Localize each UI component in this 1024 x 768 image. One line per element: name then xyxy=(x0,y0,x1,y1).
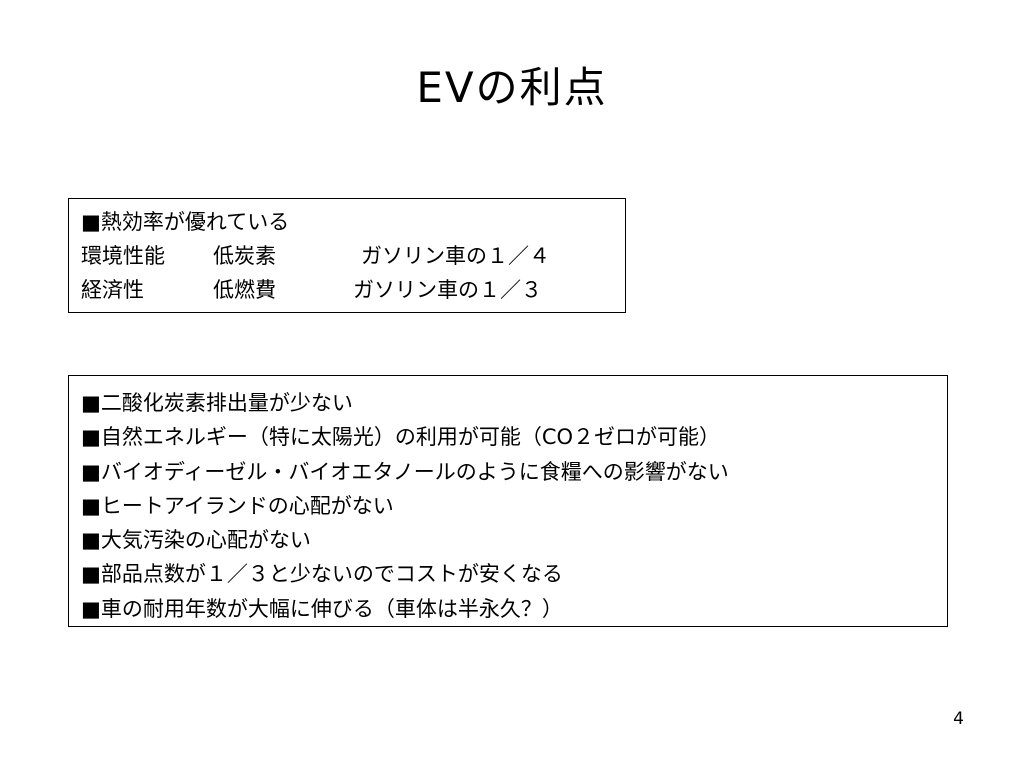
list-item: ■車の耐用年数が大幅に伸びる（車体は半永久？） xyxy=(81,596,563,621)
efficiency-row-economy: 経済性 低燃費 ガソリン車の１／３ xyxy=(81,273,625,307)
list-item: ■二酸化炭素排出量が少ない xyxy=(81,391,353,415)
slide-title: EVの利点 xyxy=(416,63,608,112)
row-label: 環境性能 xyxy=(81,244,165,268)
efficiency-heading: ■熱効率が優れている xyxy=(81,210,290,234)
list-item: ■バイオディーゼル・バイオエタノールのように食糧への影響がない xyxy=(81,459,729,484)
row-label: 経済性 xyxy=(81,278,144,302)
list-item: ■部品点数が１／３と少ないのでコストが安くなる xyxy=(81,562,563,587)
page-number: 4 xyxy=(953,709,964,729)
efficiency-box: ■熱効率が優れている 環境性能 低炭素 ガソリン車の１／４ 経済性 低燃費 ガソ… xyxy=(68,198,626,313)
list-item: ■ヒートアイランドの心配がない xyxy=(81,493,394,518)
row-value: ガソリン車の１／４ xyxy=(361,244,550,268)
list-item: ■自然エネルギー（特に太陽光）の利用が可能（CO２ゼロが可能） xyxy=(81,425,721,450)
row-metric: 低燃費 xyxy=(213,278,276,302)
environment-box: ■二酸化炭素排出量が少ない ■自然エネルギー（特に太陽光）の利用が可能（CO２ゼ… xyxy=(68,375,948,627)
row-value: ガソリン車の１／３ xyxy=(353,278,542,302)
row-metric: 低炭素 xyxy=(213,244,276,268)
list-item: ■大気汚染の心配がない xyxy=(81,528,311,553)
efficiency-row-environment: 環境性能 低炭素 ガソリン車の１／４ xyxy=(81,239,625,273)
